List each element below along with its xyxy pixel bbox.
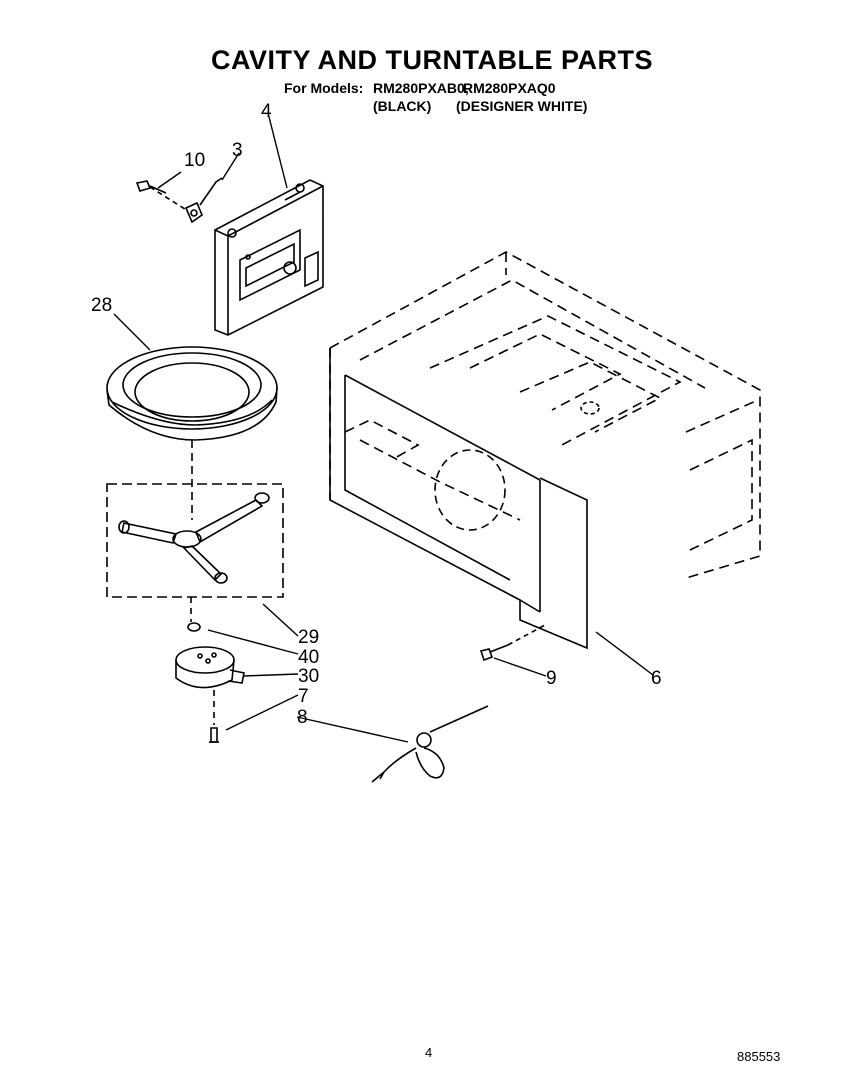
callout-7: 7: [298, 686, 309, 707]
callout-9: 9: [546, 668, 557, 689]
callout-4: 4: [261, 101, 272, 122]
screw-part-10: [135, 180, 167, 194]
oven-cavity-part: [329, 251, 761, 650]
page-title: CAVITY AND TURNTABLE PARTS: [211, 45, 653, 75]
models-label: For Models:: [284, 80, 364, 96]
switch-part: [184, 177, 223, 224]
thermal-cutout-part: [371, 705, 489, 783]
leader-lines: [113, 112, 654, 743]
callout-6: 6: [651, 668, 662, 689]
turntable-tray-part: [106, 346, 278, 441]
callout-29: 29: [298, 627, 319, 648]
model-number-black: RM280PXAB0,: [373, 80, 469, 96]
screw-part-7: [209, 727, 219, 743]
finish-designer-white: (DESIGNER WHITE): [456, 98, 588, 114]
callout-40: 40: [298, 647, 319, 668]
model-number-white: RM280PXAQ0: [463, 80, 556, 96]
callout-30: 30: [298, 666, 319, 687]
coupler-part: [187, 622, 201, 632]
mounting-bracket-part: [214, 179, 324, 336]
callout-28: 28: [91, 295, 112, 316]
screw-part-9: [479, 644, 509, 662]
roller-support-part: [118, 492, 270, 584]
turntable-motor-part: [175, 646, 245, 689]
document-number: 885553: [737, 1049, 781, 1064]
callout-labels: 10 3 4 28 29 40 30 7 8 9 6: [91, 101, 662, 728]
callout-3: 3: [232, 140, 243, 161]
finish-black: (BLACK): [373, 98, 432, 114]
callout-10: 10: [184, 150, 205, 171]
callout-8: 8: [297, 707, 308, 728]
roller-support-group-box: [106, 483, 284, 598]
page-number: 4: [425, 1045, 433, 1060]
